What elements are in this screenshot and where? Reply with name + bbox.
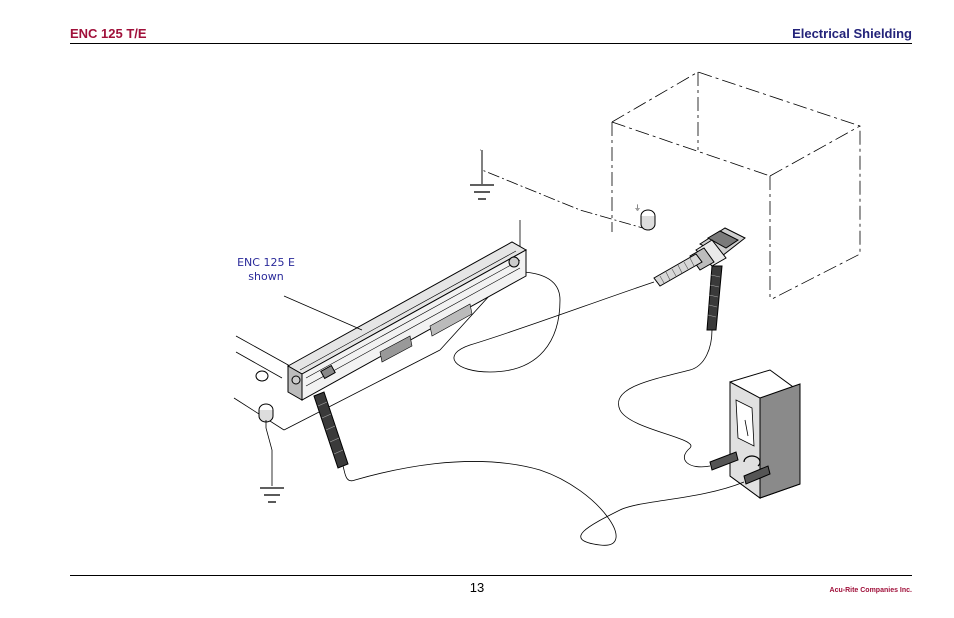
machine-ground-stud [255,370,274,423]
encoder-body [286,241,528,401]
meter-lead-wire-a [618,329,713,468]
ground-symbol-top [470,184,494,200]
meter-lead-wire-b [342,461,745,546]
callout-model: ENC 125 E [237,256,295,269]
page-number: 13 [469,580,485,595]
cabinet-ground-wire [480,149,651,231]
cabinet-ground-stud: ⏚ [634,204,656,231]
encoder-cable [453,271,655,373]
meter-lead-plugs [709,451,771,485]
footer-rule [70,575,912,576]
figure-callout: ENC 125 E shown [226,256,306,284]
machine-ground-wire [265,420,273,486]
test-lead-probe-upper [706,265,723,331]
svg-text:⏚: ⏚ [634,204,641,212]
document-title: ENC 125 T/E [70,26,147,41]
header-rule [70,43,912,44]
ground-symbol-bottom [260,487,284,503]
callout-shown: shown [248,270,284,283]
callout-leader [283,295,363,331]
section-title: Electrical Shielding [792,26,912,41]
company-name: Acu-Rite Companies Inc. [829,587,912,594]
shield-sleeve-upper [653,253,703,287]
ohmmeter [729,369,801,499]
test-lead-probe-lower [313,391,349,469]
cabinet-outline [611,71,861,301]
